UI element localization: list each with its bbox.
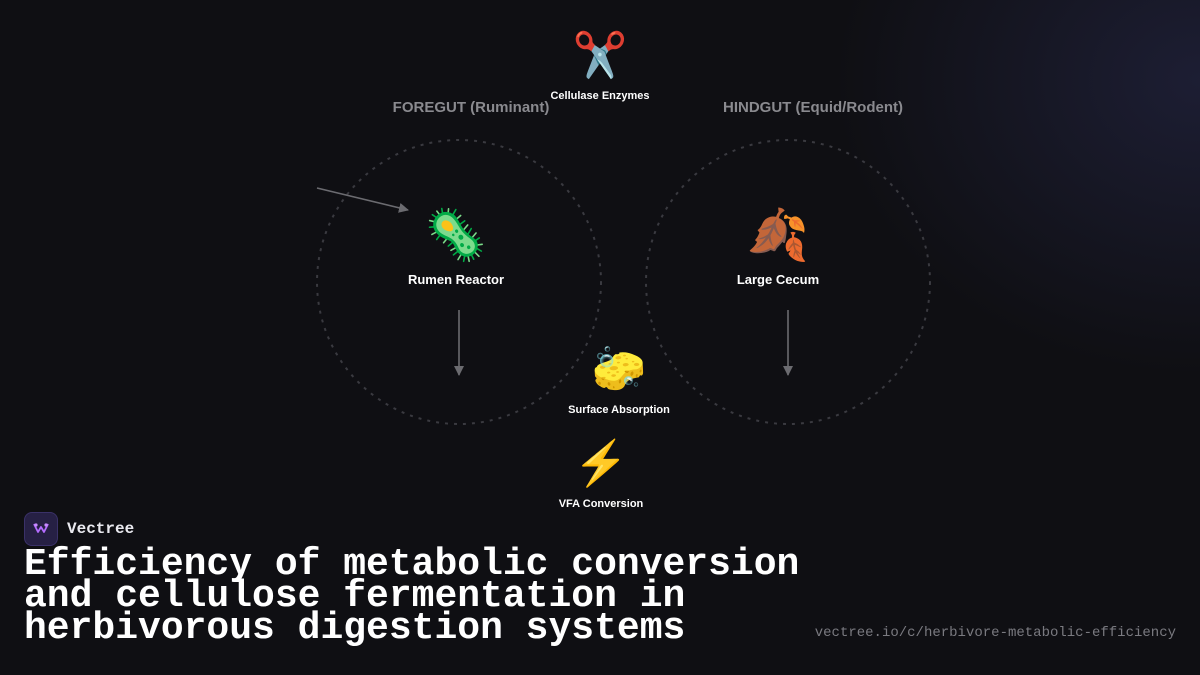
- hindgut-region-outline: [645, 139, 931, 425]
- sponge-icon: 🧽: [591, 345, 647, 394]
- cellulase-enzymes-label: Cellulase Enzymes: [550, 90, 650, 102]
- large-cecum-label: Large Cecum: [736, 272, 820, 287]
- page-title: Efficiency of metabolic conversion and c…: [24, 543, 800, 650]
- scissors-icon: ✂️: [572, 31, 628, 80]
- vfa-conversion-label: VFA Conversion: [558, 498, 644, 510]
- microbe-icon: 🦠: [424, 207, 488, 263]
- vectree-logo-icon: [24, 512, 58, 546]
- cellulase-enzymes-node: ✂️ Cellulase Enzymes: [550, 31, 650, 103]
- large-cecum-node: 🍂 Large Cecum: [737, 210, 819, 287]
- hindgut-region-label: HINDGUT (Equid/Rodent): [723, 99, 903, 116]
- vfa-conversion-node: ⚡ VFA Conversion: [558, 439, 644, 511]
- surface-absorption-node: 🧽 Surface Absorption: [568, 345, 670, 417]
- brand-name: Vectree: [67, 520, 135, 538]
- brand: Vectree: [24, 512, 134, 546]
- foregut-region-outline: [316, 139, 602, 425]
- input-arrow: [316, 187, 409, 213]
- fallen-leaves-icon: 🍂: [746, 207, 810, 263]
- rumen-reactor-label: Rumen Reactor: [407, 272, 505, 287]
- foregut-region-label: FOREGUT (Ruminant): [392, 99, 550, 116]
- rumen-reactor-node: 🦠 Rumen Reactor: [408, 210, 504, 287]
- source-url: vectree.io/c/herbivore-metabolic-efficie…: [814, 625, 1176, 641]
- surface-absorption-label: Surface Absorption: [568, 404, 670, 416]
- lightning-icon: ⚡: [573, 439, 629, 488]
